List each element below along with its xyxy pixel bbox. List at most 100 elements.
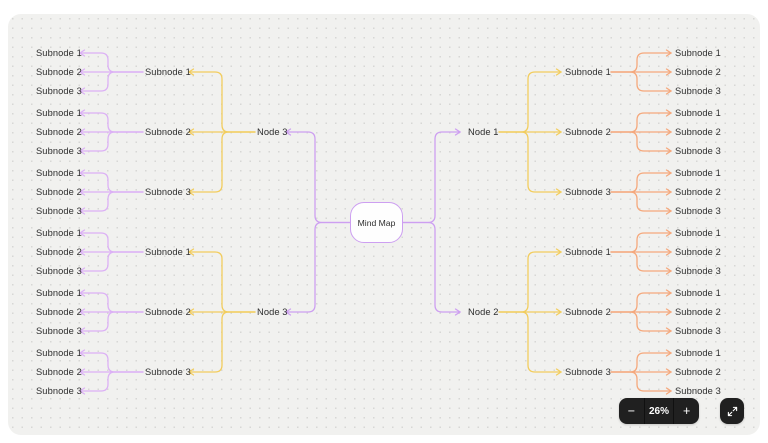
mindmap-edge xyxy=(555,368,563,376)
leaf-label[interactable]: Subnode 1 xyxy=(36,288,82,298)
leaf-label[interactable]: Subnode 2 xyxy=(36,187,82,197)
mindmap-edge xyxy=(498,251,562,313)
subnode-label[interactable]: Subnode 1 xyxy=(145,247,191,257)
leaf-label[interactable]: Subnode 2 xyxy=(675,367,721,377)
leaf-label[interactable]: Subnode 3 xyxy=(675,146,721,156)
mindmap-edge xyxy=(454,308,462,316)
mindmap-edge xyxy=(79,191,144,212)
mindmap-edge xyxy=(78,308,86,316)
mindmap-edge xyxy=(284,128,292,136)
mindmap-edge xyxy=(79,131,144,152)
subnode-label[interactable]: Subnode 3 xyxy=(565,187,611,197)
mindmap-edge xyxy=(284,308,292,316)
mindmap-edge xyxy=(610,292,672,313)
mindmap-edge xyxy=(188,131,256,193)
leaf-label[interactable]: Subnode 2 xyxy=(675,307,721,317)
subnode-label[interactable]: Subnode 1 xyxy=(565,247,611,257)
leaf-label[interactable]: Subnode 1 xyxy=(675,48,721,58)
zoom-level-indicator[interactable]: 26% xyxy=(643,398,675,424)
leaf-label[interactable]: Subnode 3 xyxy=(675,266,721,276)
leaf-label[interactable]: Subnode 3 xyxy=(36,386,82,396)
mindmap-edge xyxy=(78,289,86,297)
subnode-label[interactable]: Subnode 1 xyxy=(145,67,191,77)
leaf-label[interactable]: Subnode 1 xyxy=(36,168,82,178)
leaf-label[interactable]: Subnode 3 xyxy=(36,86,82,96)
subnode-label[interactable]: Subnode 3 xyxy=(565,367,611,377)
leaf-label[interactable]: Subnode 1 xyxy=(36,228,82,238)
subnode-label[interactable]: Subnode 2 xyxy=(565,127,611,137)
zoom-out-button[interactable]: − xyxy=(627,404,636,418)
mindmap-edge xyxy=(79,371,144,392)
mindmap-edge xyxy=(402,131,461,224)
leaf-label[interactable]: Subnode 3 xyxy=(675,206,721,216)
leaf-label[interactable]: Subnode 2 xyxy=(36,307,82,317)
mindmap-edge xyxy=(498,311,562,373)
mindmap-edge xyxy=(665,349,673,357)
subnode-label[interactable]: Subnode 1 xyxy=(565,67,611,77)
mindmap-edge xyxy=(79,352,144,373)
leaf-label[interactable]: Subnode 3 xyxy=(36,266,82,276)
node-label[interactable]: Node 2 xyxy=(468,307,499,317)
mindmap-edge xyxy=(665,169,673,177)
leaf-label[interactable]: Subnode 2 xyxy=(675,67,721,77)
mindmap-edge xyxy=(285,131,351,224)
leaf-label[interactable]: Subnode 1 xyxy=(36,348,82,358)
leaf-label[interactable]: Subnode 1 xyxy=(675,108,721,118)
mindmap-edge xyxy=(665,308,673,316)
mindmap-edge xyxy=(610,112,672,133)
mindmap-edge xyxy=(665,207,673,215)
leaf-label[interactable]: Subnode 3 xyxy=(36,326,82,336)
leaf-label[interactable]: Subnode 2 xyxy=(675,247,721,257)
leaf-label[interactable]: Subnode 3 xyxy=(675,386,721,396)
leaf-label[interactable]: Subnode 1 xyxy=(675,348,721,358)
leaf-label[interactable]: Subnode 3 xyxy=(675,326,721,336)
leaf-label[interactable]: Subnode 1 xyxy=(675,168,721,178)
leaf-label[interactable]: Subnode 2 xyxy=(675,127,721,137)
mindmap-edge xyxy=(78,349,86,357)
subnode-label[interactable]: Subnode 3 xyxy=(145,367,191,377)
zoom-in-button[interactable]: + xyxy=(682,404,691,418)
node-label[interactable]: Node 3 xyxy=(257,307,288,317)
node-label[interactable]: Node 1 xyxy=(468,127,499,137)
leaf-label[interactable]: Subnode 2 xyxy=(36,247,82,257)
mindmap-edge xyxy=(665,68,673,76)
leaf-label[interactable]: Subnode 2 xyxy=(675,187,721,197)
mindmap-edge xyxy=(610,232,672,253)
subnode-label[interactable]: Subnode 3 xyxy=(145,187,191,197)
leaf-label[interactable]: Subnode 1 xyxy=(36,48,82,58)
mindmap-edge xyxy=(78,207,86,215)
leaf-label[interactable]: Subnode 3 xyxy=(36,206,82,216)
leaf-label[interactable]: Subnode 1 xyxy=(675,228,721,238)
subnode-label[interactable]: Subnode 2 xyxy=(145,307,191,317)
mindmap-edge xyxy=(79,311,144,332)
zoom-toolbar: − 26% + xyxy=(619,398,699,424)
leaf-label[interactable]: Subnode 2 xyxy=(36,127,82,137)
mindmap-edge xyxy=(187,368,195,376)
leaf-label[interactable]: Subnode 1 xyxy=(675,288,721,298)
subnode-label[interactable]: Subnode 2 xyxy=(565,307,611,317)
mindmap-edge xyxy=(78,68,86,76)
leaf-label[interactable]: Subnode 3 xyxy=(36,146,82,156)
mindmap-edge xyxy=(454,128,462,136)
mindmap-edge xyxy=(555,68,563,76)
mindmap-edge xyxy=(610,311,672,332)
mindmap-edge xyxy=(79,232,144,253)
expand-fullscreen-button[interactable] xyxy=(720,398,744,424)
leaf-label[interactable]: Subnode 2 xyxy=(36,367,82,377)
mindmap-edge xyxy=(665,188,673,196)
leaf-label[interactable]: Subnode 1 xyxy=(36,108,82,118)
mindmap-edge xyxy=(555,188,563,196)
mindmap-edge xyxy=(285,221,351,313)
mindmap-edge xyxy=(187,248,195,256)
leaf-label[interactable]: Subnode 3 xyxy=(675,86,721,96)
subnode-label[interactable]: Subnode 2 xyxy=(145,127,191,137)
node-label[interactable]: Node 3 xyxy=(257,127,288,137)
root-node[interactable]: Mind Map xyxy=(350,202,403,243)
mindmap-edge xyxy=(555,308,563,316)
mindmap-edge xyxy=(665,368,673,376)
mindmap-edge xyxy=(665,387,673,395)
mindmap-edge xyxy=(498,131,562,193)
mindmap-edge xyxy=(78,248,86,256)
leaf-label[interactable]: Subnode 2 xyxy=(36,67,82,77)
mindmap-edge xyxy=(610,191,672,212)
